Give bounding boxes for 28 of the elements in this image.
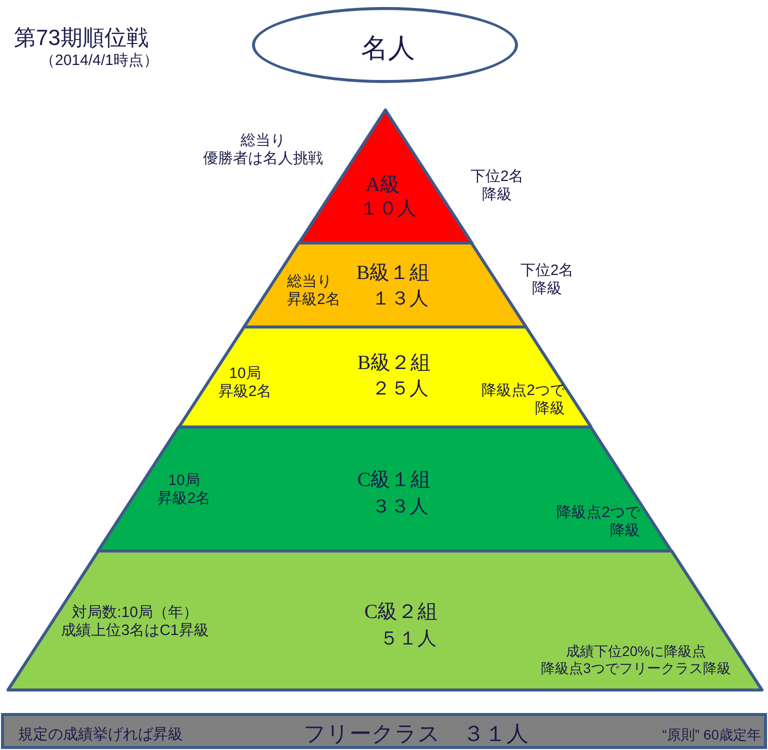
pyramid-tier (5, 548, 765, 693)
rule-note: 10局昇級2名 (156, 472, 212, 508)
class-name: B級１組 (356, 261, 430, 285)
diagram-title: 第73期順位戦 (14, 24, 148, 52)
rule-note: 総当り昇級2名 (286, 273, 342, 309)
class-name: C級２組 (364, 600, 438, 624)
date-note: （2014/4/1時点） (40, 52, 158, 70)
rule-note: “原則” 60歳定年 (662, 726, 761, 744)
class-name: フリークラス ３１人 (304, 720, 528, 748)
rule-note: 下位2名降級 (469, 168, 525, 204)
player-count: ５１人 (380, 628, 436, 652)
rule-note: 降級点2つで降級 (556, 504, 640, 540)
class-name: B級２組 (357, 351, 431, 375)
rule-note: 成績下位20%に降級点降級点3つでフリークラス降級 (540, 643, 732, 677)
player-count: １３人 (371, 288, 428, 312)
rule-note: 対局数:10局（年）成績上位3名はC1昇級 (60, 604, 210, 640)
class-name: C級１組 (357, 468, 431, 492)
rule-note: 10局昇級2名 (217, 365, 273, 401)
rank-title: 名人 (361, 32, 415, 64)
player-count: １０人 (359, 198, 416, 222)
base-bar (1, 713, 767, 749)
rule-note: 規定の成績挙げれば昇級 (18, 726, 183, 744)
class-name: A級 (366, 173, 400, 197)
rule-note: 下位2名降級 (519, 262, 575, 298)
player-count: ２５人 (371, 378, 428, 402)
rule-note: 総当り優勝者は名人挑戦 (202, 132, 324, 168)
rule-note: 降級点2つで降級 (480, 382, 565, 418)
player-count: ３３人 (371, 496, 428, 520)
